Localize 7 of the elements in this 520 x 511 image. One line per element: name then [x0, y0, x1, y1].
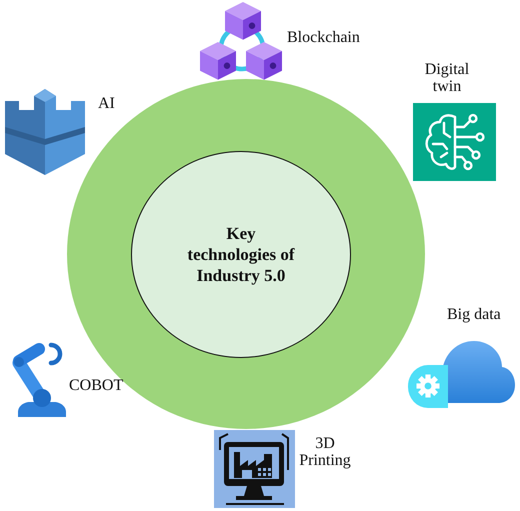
circle-title: Key technologies of Industry 5.0	[186, 223, 296, 286]
technology-label: AI	[98, 95, 115, 112]
technology-label: Blockchain	[287, 29, 360, 46]
technology-label: COBOT	[69, 377, 124, 394]
technology-label: 3D Printing	[298, 435, 352, 469]
technology-label: Big data	[447, 306, 501, 323]
technology-label: Digital twin	[424, 61, 470, 95]
